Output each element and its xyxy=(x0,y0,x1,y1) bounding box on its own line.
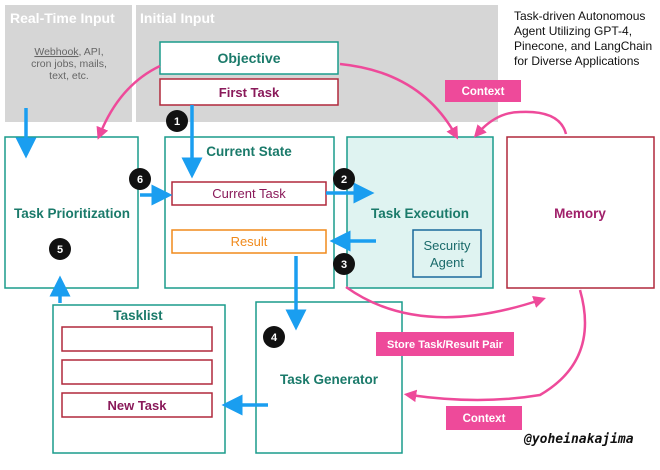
first-task-label: First Task xyxy=(219,85,280,100)
memory-label: Memory xyxy=(554,206,606,221)
realtime-sources-line2: cron jobs, mails, xyxy=(31,58,107,70)
current-state-box[interactable] xyxy=(164,136,335,289)
arrow-memory-to-context xyxy=(519,110,568,135)
step-badge-5: 5 xyxy=(49,238,71,260)
arrow-objective-to-prioritization xyxy=(96,64,161,140)
objective-box[interactable] xyxy=(159,41,339,75)
initial-input-title: Initial Input xyxy=(140,10,215,26)
diagram-title-line4: for Diverse Applications xyxy=(514,54,639,68)
task-execution-label: Task Execution xyxy=(371,206,469,221)
step-badge-6: 6 xyxy=(129,168,151,190)
webhook-link[interactable]: Webhook xyxy=(34,46,79,58)
new-task-label: New Task xyxy=(107,398,167,413)
svg-text:1: 1 xyxy=(174,116,180,128)
store-pair-label-text: Store Task/Result Pair xyxy=(387,339,504,351)
svg-text:4: 4 xyxy=(271,332,278,344)
author-signature: @yoheinakajima xyxy=(523,432,634,447)
tasklist-item-2[interactable] xyxy=(61,359,213,385)
step-badge-1: 1 xyxy=(166,110,188,132)
context-label-top-text: Context xyxy=(462,86,505,98)
task-generator-box[interactable] xyxy=(255,301,403,454)
svg-text:6: 6 xyxy=(137,174,143,186)
security-agent-label-line2: Agent xyxy=(430,255,464,270)
context-label-top xyxy=(445,80,521,102)
first-task-box[interactable] xyxy=(159,78,339,106)
step-badge-4: 4 xyxy=(263,326,285,348)
task-generator-label: Task Generator xyxy=(280,372,379,387)
realtime-sources-rest: , API, xyxy=(79,46,104,58)
current-task-label: Current Task xyxy=(212,186,286,201)
step-badge-3: 3 xyxy=(333,253,355,275)
security-agent-box[interactable] xyxy=(412,229,482,278)
arrow-objective-to-execution xyxy=(339,62,459,140)
svg-text:3: 3 xyxy=(341,259,347,271)
diagram-title-line1: Task-driven Autonomous xyxy=(514,9,645,23)
diagram-title-line3: Pinecone, and LangChain xyxy=(514,39,652,53)
tasklist-item-new-task[interactable] xyxy=(61,392,213,418)
result-label: Result xyxy=(231,234,268,249)
arrow-context-to-execution xyxy=(473,110,521,138)
store-pair-label xyxy=(376,332,514,356)
realtime-input-title: Real-Time Input xyxy=(10,10,115,26)
objective-label: Objective xyxy=(217,50,280,66)
arrow-memory-context-to-generator xyxy=(403,289,587,403)
memory-box[interactable] xyxy=(506,136,655,289)
realtime-sources-line1: Webhook, API, xyxy=(34,46,103,58)
realtime-input-region xyxy=(5,5,132,122)
current-state-label: Current State xyxy=(206,144,292,159)
step-badge-2: 2 xyxy=(333,168,355,190)
result-box[interactable] xyxy=(171,229,327,254)
tasklist-item-1[interactable] xyxy=(61,326,213,352)
tasklist-label: Tasklist xyxy=(113,308,163,323)
task-prioritization-box[interactable] xyxy=(4,136,139,289)
context-label-bottom xyxy=(446,406,522,430)
arrow-store-pair-to-memory xyxy=(345,285,546,319)
realtime-sources-line3: text, etc. xyxy=(49,70,89,82)
svg-text:5: 5 xyxy=(57,244,63,256)
svg-text:2: 2 xyxy=(341,174,347,186)
context-label-bottom-text: Context xyxy=(463,413,506,425)
task-prioritization-label: Task Prioritization xyxy=(14,206,130,221)
security-agent-label-line1: Security xyxy=(424,238,471,253)
diagram-title-line2: Agent Utilizing GPT-4, xyxy=(514,24,632,38)
